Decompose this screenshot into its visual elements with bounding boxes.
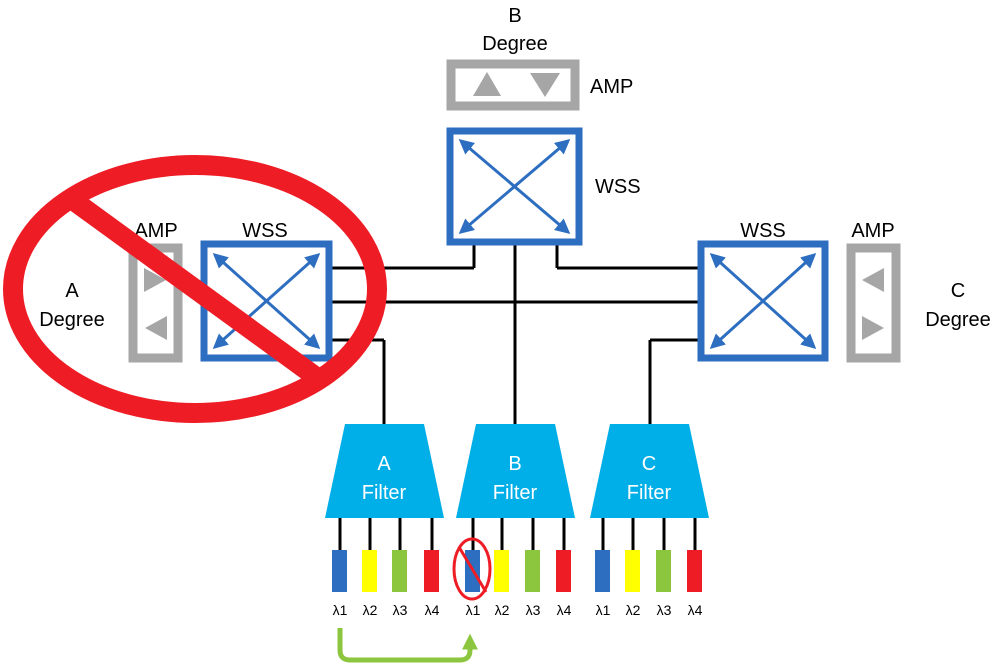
wss-cross-arrow-icon — [709, 252, 817, 350]
lambda-label: λ1 — [466, 602, 481, 618]
degree-failure-prohibited-icon — [3, 155, 387, 423]
amp-a-label: AMP — [134, 220, 177, 242]
degree-b-word: Degree — [482, 33, 548, 55]
blocked-wavelength-icon — [452, 537, 492, 601]
degree-b: B Degree AMP WSS — [446, 5, 641, 246]
amp-up-triangle-icon — [473, 72, 501, 96]
wss-c-label: WSS — [740, 220, 786, 242]
wavelength-drops — [338, 518, 697, 550]
port-lambda-2 — [494, 550, 509, 592]
lambda-label: λ3 — [526, 602, 541, 618]
port-lambda-1 — [332, 550, 347, 592]
lambda-label: λ4 — [557, 602, 572, 618]
wss-cross-arrow-icon — [212, 253, 321, 349]
filter-c-letter: C — [642, 453, 656, 475]
wss-cross-arrow-icon — [458, 139, 571, 234]
port-lambda-2 — [625, 550, 640, 592]
wss-b — [446, 127, 583, 246]
port-lambda-3 — [392, 550, 407, 592]
port-lambda-4 — [424, 550, 439, 592]
degree-c-letter: C — [951, 280, 965, 302]
lambda-label: λ2 — [363, 602, 378, 618]
port-lambda-2 — [362, 550, 377, 592]
lambda-label: λ2 — [495, 602, 510, 618]
port-lambda-3 — [656, 550, 671, 592]
amp-left-triangle-icon — [145, 316, 167, 340]
filter-a-letter: A — [377, 453, 391, 475]
amp-down-triangle-icon — [530, 73, 560, 97]
degree-c-word: Degree — [925, 309, 991, 331]
wss-b-label: WSS — [595, 176, 641, 198]
lambda-label: λ3 — [393, 602, 408, 618]
degree-a-letter: A — [65, 280, 79, 302]
filter-a-ports: λ1 λ2 λ3 λ4 — [332, 550, 440, 618]
lambda-label: λ1 — [596, 602, 611, 618]
wss-c — [697, 240, 829, 362]
filter-c: C Filter — [590, 424, 709, 518]
wss-a-label: WSS — [242, 220, 288, 242]
filter-a-word: Filter — [362, 482, 407, 504]
amp-left-triangle-icon — [862, 268, 884, 292]
amp-c — [846, 243, 901, 363]
reroute-arrow — [337, 628, 479, 663]
port-lambda-4 — [687, 550, 702, 592]
amp-b-label: AMP — [590, 76, 633, 98]
amp-right-triangle-icon — [144, 268, 166, 292]
filter-b: B Filter — [456, 424, 575, 518]
filter-b-letter: B — [508, 453, 521, 475]
port-lambda-4 — [556, 550, 571, 592]
amp-c-label: AMP — [851, 220, 894, 242]
lambda-label: λ3 — [657, 602, 672, 618]
amp-b — [446, 59, 580, 111]
degree-a-word: Degree — [39, 309, 105, 331]
port-lambda-1 — [595, 550, 610, 592]
lambda-label: λ1 — [333, 602, 348, 618]
filter-c-ports: λ1 λ2 λ3 λ4 — [595, 550, 703, 618]
lambda-label: λ4 — [425, 602, 440, 618]
filter-a: A Filter — [325, 424, 444, 518]
degree-c: WSS AMP C Degree — [697, 220, 991, 363]
amp-right-triangle-icon — [862, 316, 884, 340]
filter-c-word: Filter — [627, 482, 672, 504]
degree-b-letter: B — [508, 5, 521, 27]
filter-b-word: Filter — [493, 482, 538, 504]
lambda-label: λ4 — [688, 602, 703, 618]
lambda-label: λ2 — [626, 602, 641, 618]
port-lambda-3 — [525, 550, 540, 592]
fiber-connections — [332, 244, 698, 424]
